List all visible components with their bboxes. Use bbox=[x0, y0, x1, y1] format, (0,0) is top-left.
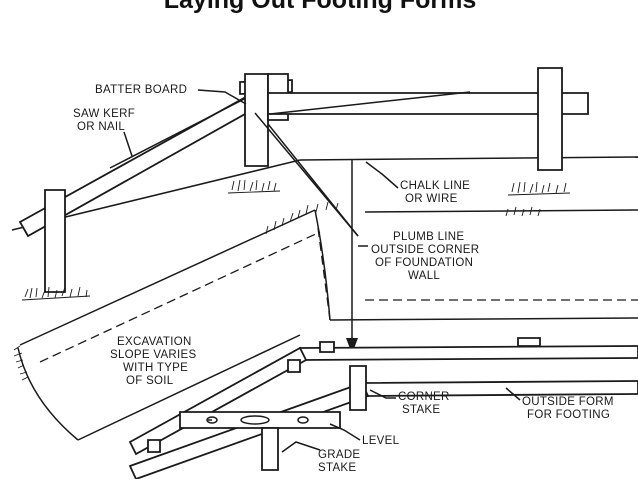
label-excavation-1: EXCAVATION bbox=[117, 336, 192, 348]
label-corner-stake-1: CORNER bbox=[398, 391, 450, 403]
corner-stake bbox=[349, 365, 367, 411]
excavation-lines bbox=[11, 156, 638, 441]
grass-tuft-trench bbox=[265, 201, 541, 235]
label-chalk-line-2: OR WIRE bbox=[405, 193, 458, 205]
label-plumb-line-3: OF FOUNDATION bbox=[375, 257, 473, 269]
label-batter-board: BATTER BOARD bbox=[95, 84, 187, 96]
label-excavation-4: OF SOIL bbox=[126, 375, 174, 387]
right-batter-board bbox=[267, 67, 589, 171]
label-saw-kerf-1: SAW KERF bbox=[73, 108, 135, 120]
plumb-line bbox=[346, 160, 358, 354]
label-level: LEVEL bbox=[362, 435, 400, 447]
level-tool bbox=[179, 411, 341, 429]
grade-stake bbox=[261, 427, 279, 471]
labels: BATTER BOARD SAW KERF OR NAIL CHALK LINE… bbox=[73, 84, 614, 474]
grass-tufts bbox=[13, 179, 571, 381]
plumb-bob-icon bbox=[346, 338, 358, 354]
label-chalk-line-1: CHALK LINE bbox=[400, 180, 470, 192]
label-grade-stake-1: GRADE bbox=[318, 449, 360, 461]
diagram-title: Laying Out Footing Forms bbox=[164, 0, 476, 14]
label-excavation-2: SLOPE VARIES bbox=[110, 349, 197, 361]
label-outside-form-2: FOR FOOTING bbox=[527, 409, 610, 421]
label-plumb-line-1: PLUMB LINE bbox=[393, 231, 464, 243]
left-batter-board bbox=[18, 73, 293, 293]
label-excavation-3: WITH TYPE bbox=[123, 362, 188, 374]
grass-tuft-excavation bbox=[13, 345, 29, 381]
label-plumb-line-4: WALL bbox=[408, 270, 440, 282]
label-grade-stake-2: STAKE bbox=[318, 462, 356, 474]
grass-tuft-right bbox=[507, 181, 571, 196]
label-corner-stake-2: STAKE bbox=[402, 404, 440, 416]
chalk-line bbox=[254, 112, 359, 237]
grass-tuft-center bbox=[227, 179, 281, 194]
leader-lines bbox=[123, 89, 521, 453]
label-outside-form-1: OUTSIDE FORM bbox=[522, 396, 614, 408]
footing-forms bbox=[128, 337, 638, 479]
label-plumb-line-2: OUTSIDE CORNER bbox=[371, 244, 479, 256]
label-saw-kerf-2: OR NAIL bbox=[77, 121, 125, 133]
grass-tuft-left bbox=[21, 286, 91, 301]
